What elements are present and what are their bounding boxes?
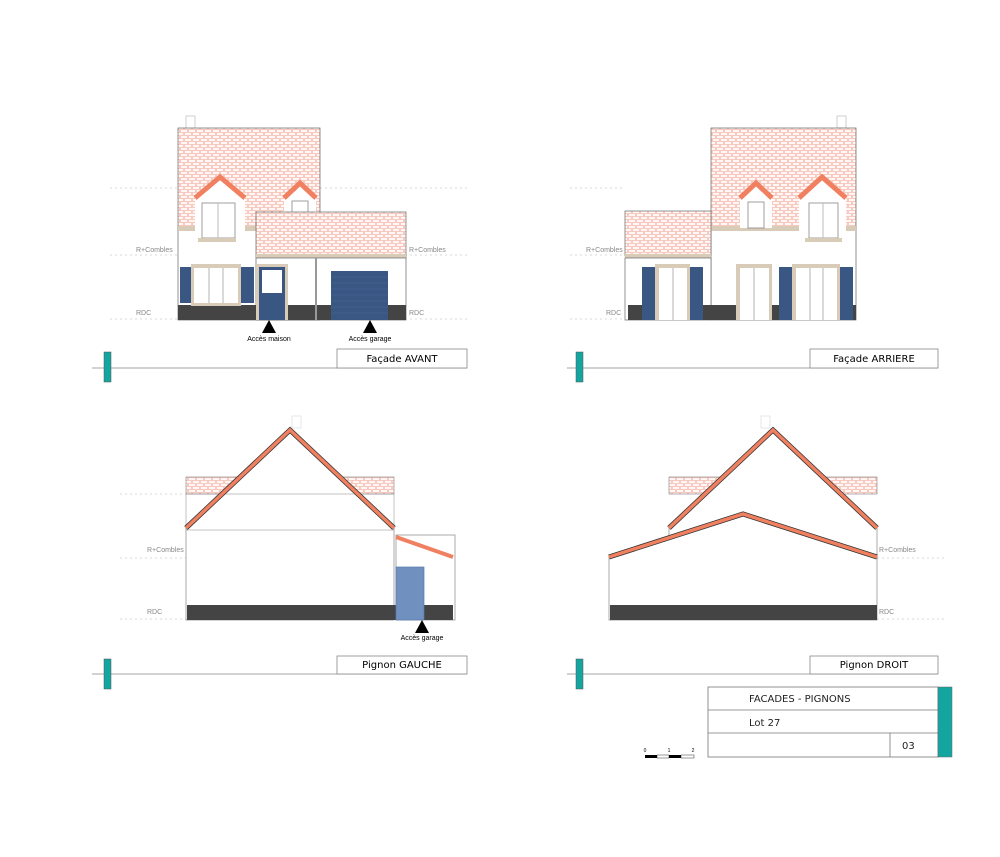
lot-label: Lot 27 [749,718,780,729]
level-label: R+Combles [136,247,173,254]
pignon-gauche: Accès garage R+Combles RDC Pignon GAUCHE [92,415,468,690]
shutter [240,267,254,303]
access-garage-label: Accès garage [401,635,444,642]
facade-arriere: R+Combles RDC Façade ARRIERE [567,115,939,383]
main-roof-edge [667,427,879,530]
scale-tick: 1 [668,748,671,754]
chimney [760,415,771,429]
view-title-box [809,348,939,369]
french-window [796,268,837,320]
level-label: RDC [409,310,424,317]
level-label: RDC [147,609,162,616]
view-title: Pignon DROIT [840,660,909,671]
shutter [779,267,793,320]
chimney [291,415,302,429]
view-title-box [336,348,468,369]
gable-wall [185,429,395,621]
level-label: R+Combles [147,547,184,554]
sheet-number: 03 [902,741,915,752]
shutter [642,267,656,320]
annex-roof [624,210,712,257]
gable-roof-edge [184,427,396,530]
garage-door [395,566,425,621]
scale-tick: 2 [692,748,695,754]
level-label: RDC [606,310,621,317]
level-label: RDC [136,310,151,317]
view-title: Façade AVANT [366,354,438,365]
garage-door [331,271,388,320]
shutter [689,267,703,320]
level-label: R+Combles [409,247,446,254]
plinth [610,605,877,620]
facade-avant: Accès maison Accès garage R+Combles RDC … [92,115,470,383]
lower-roof-edge [608,512,878,559]
window [194,268,238,303]
garage-roof [255,211,407,259]
plinth [187,605,453,620]
access-house-label: Accès maison [247,336,291,343]
annex-roof-edge [395,535,454,559]
view-title: Pignon GAUCHE [362,660,442,671]
teal-marker [103,658,112,690]
level-label: R+Combles [586,247,623,254]
teal-marker [575,351,584,383]
scale-bar: 0 1 2 [644,748,695,759]
dormer-roof [282,179,318,200]
view-title-box [809,655,939,675]
chimney [836,115,847,129]
teal-marker [575,658,584,690]
access-arrow-icon [262,320,276,333]
teal-marker [103,351,112,383]
sheet-title: FACADES - PIGNONS [749,694,851,705]
access-garage-label: Accès garage [349,336,392,343]
pignon-droit: R+Combles RDC Pignon DROIT [567,415,945,690]
teal-band [937,686,953,758]
level-label: RDC [879,609,894,616]
shutter [839,267,853,320]
view-title-box [336,655,468,675]
access-arrow-icon [415,620,429,633]
level-label: R+Combles [879,547,916,554]
access-arrow-icon [363,320,377,333]
title-block: FACADES - PIGNONS Lot 27 03 [707,686,953,758]
shutter [180,267,193,303]
scale-tick: 0 [644,748,647,754]
view-title: Façade ARRIERE [833,354,915,365]
dormer-roof [193,173,247,200]
